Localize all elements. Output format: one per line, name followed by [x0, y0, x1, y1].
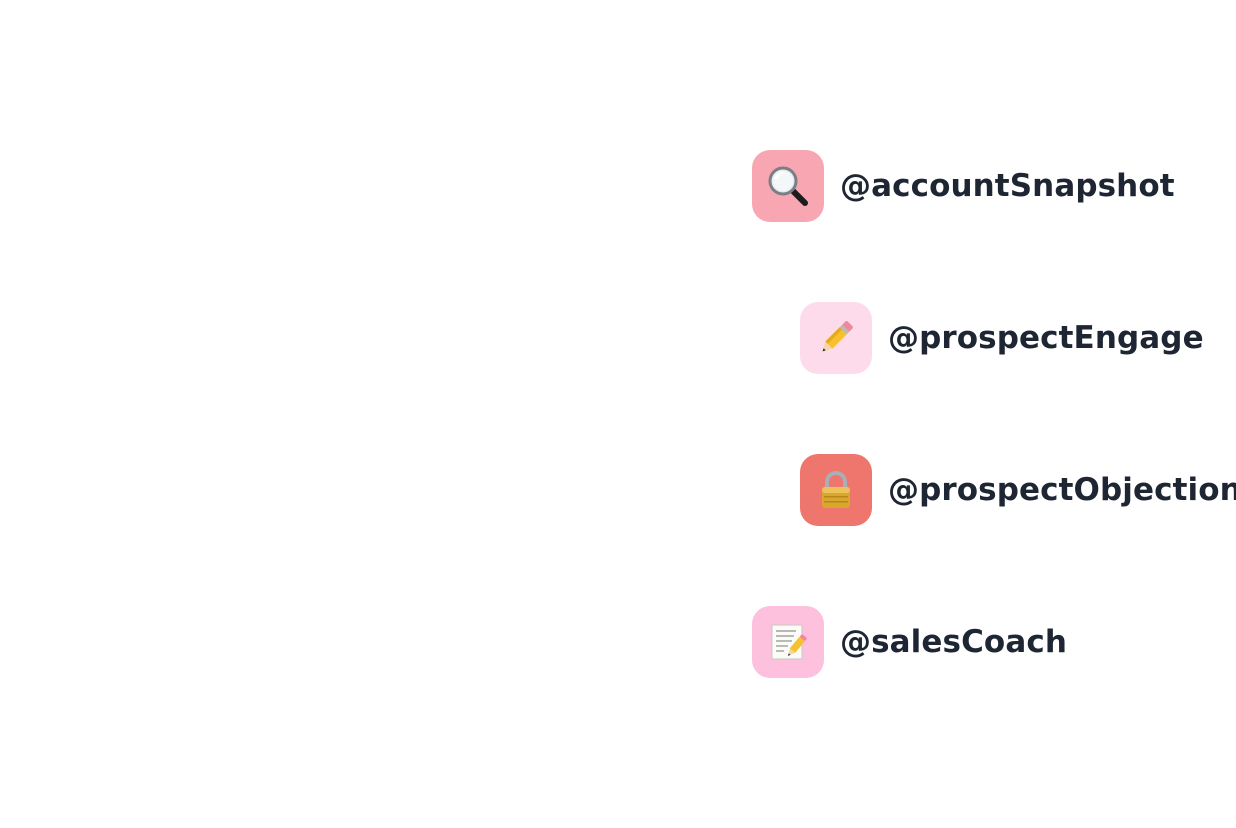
agent-label: @accountSnapshot: [840, 168, 1175, 204]
agent-item-account-snapshot[interactable]: @accountSnapshot: [752, 150, 1175, 222]
agent-label: @salesCoach: [840, 624, 1067, 660]
padlock-icon: [822, 471, 850, 508]
agent-item-prospect-objection[interactable]: @prospectObjection: [800, 454, 1236, 526]
agent-icon-tile: [752, 150, 824, 222]
agent-item-sales-coach[interactable]: @salesCoach: [752, 606, 1067, 678]
memo-icon: [771, 624, 807, 660]
agent-icon-tile: [752, 606, 824, 678]
agent-label: @prospectObjection: [888, 472, 1236, 508]
agent-label: @prospectEngage: [888, 320, 1204, 356]
magnifying-glass-icon: [768, 166, 808, 206]
pencil-icon: [822, 321, 853, 352]
agent-icon-tile: [800, 302, 872, 374]
agent-item-prospect-engage[interactable]: @prospectEngage: [800, 302, 1204, 374]
agent-icon-tile: [800, 454, 872, 526]
